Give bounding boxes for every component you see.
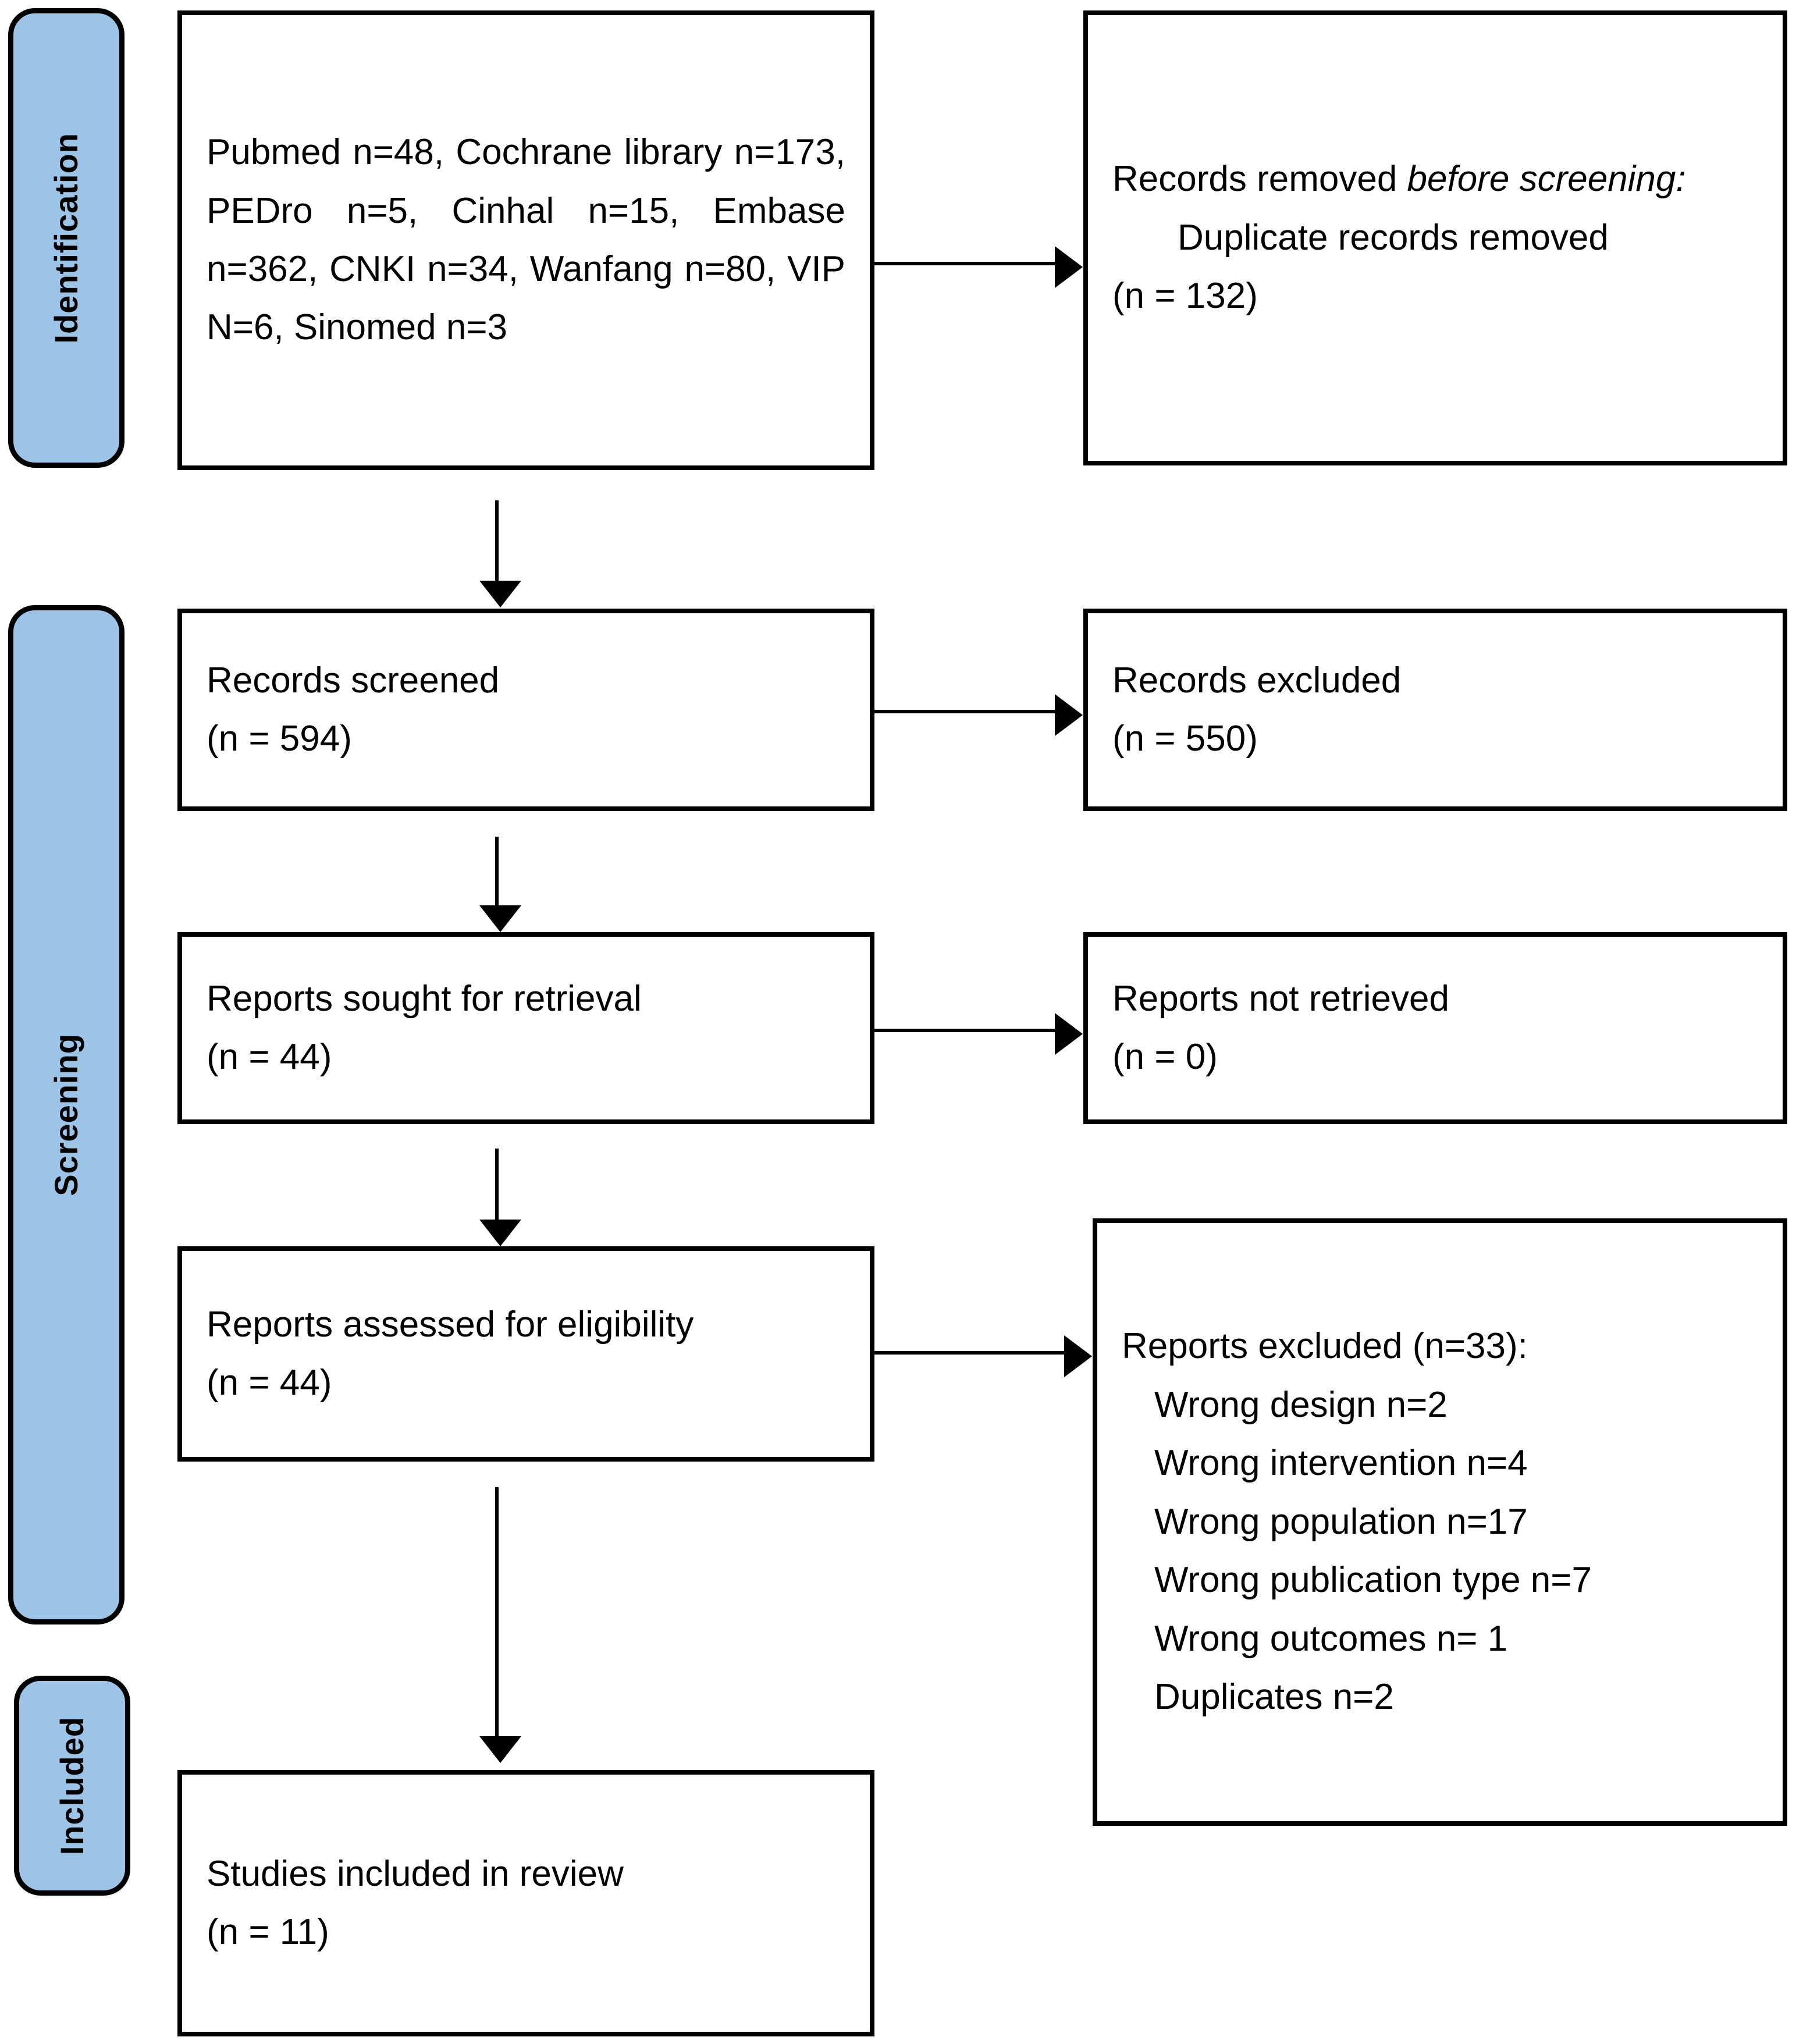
records-excluded-label: Records excluded [1112, 660, 1402, 701]
box-records-screened: Records screened (n = 594) [177, 609, 874, 811]
reports-excluded-reason: Wrong population n=17 [1154, 1501, 1528, 1542]
records-identified-text: Pubmed n=48, Cochrane library n=173, PED… [207, 132, 845, 348]
records-removed-heading: Records removed before screening: [1112, 150, 1758, 208]
reports-sought-label: Reports sought for retrieval [207, 978, 642, 1019]
records-removed-heading-colon: : [1676, 159, 1686, 200]
arrow-assessed-to-excluded [874, 1335, 1092, 1377]
records-excluded-count: (n = 550) [1112, 719, 1258, 759]
box-records-removed: Records removed before screening: Duplic… [1083, 10, 1787, 465]
arrow-assessed-to-included [479, 1487, 521, 1763]
records-removed-heading-italic: before screening [1407, 159, 1676, 200]
stage-identification-label: Identification [48, 132, 84, 344]
records-removed-heading-plain: Records removed [1112, 159, 1407, 200]
box-studies-included: Studies included in review (n = 11) [177, 1770, 874, 2036]
reports-excluded-reason: Wrong publication type n=7 [1154, 1560, 1592, 1601]
records-screened-label: Records screened [207, 660, 500, 701]
stage-included-label: Included [54, 1716, 90, 1855]
reports-excluded-reason: Wrong intervention n=4 [1154, 1443, 1528, 1484]
reports-excluded-heading: Reports excluded (n=33): [1122, 1326, 1528, 1367]
reports-not-retrieved-count: (n = 0) [1112, 1037, 1218, 1077]
reports-excluded-reason: Duplicates n=2 [1154, 1677, 1394, 1718]
reports-excluded-reason: Wrong design n=2 [1154, 1384, 1448, 1425]
arrow-screened-to-excluded [874, 694, 1083, 736]
records-removed-detail: Duplicate records removed [1178, 217, 1609, 258]
arrow-identified-to-screened [479, 500, 521, 607]
arrow-sought-to-assessed [479, 1149, 521, 1246]
records-screened-count: (n = 594) [207, 719, 352, 759]
arrow-identified-to-removed [874, 246, 1083, 288]
arrow-sought-to-not-retrieved [874, 1013, 1083, 1055]
box-reports-not-retrieved: Reports not retrieved (n = 0) [1083, 932, 1787, 1124]
reports-not-retrieved-label: Reports not retrieved [1112, 978, 1449, 1019]
box-records-excluded: Records excluded (n = 550) [1083, 609, 1787, 811]
reports-excluded-reason: Wrong outcomes n= 1 [1154, 1618, 1508, 1659]
box-reports-assessed: Reports assessed for eligibility (n = 44… [177, 1246, 874, 1462]
stage-included: Included [14, 1676, 130, 1896]
stage-screening: Screening [8, 605, 125, 1624]
studies-included-count: (n = 11) [207, 1912, 329, 1952]
stage-identification: Identification [8, 8, 125, 468]
records-removed-count: (n = 132) [1112, 276, 1258, 317]
stage-screening-label: Screening [48, 1033, 84, 1196]
box-records-identified: Pubmed n=48, Cochrane library n=173, PED… [177, 10, 874, 470]
reports-sought-count: (n = 44) [207, 1037, 332, 1077]
reports-assessed-label: Reports assessed for eligibility [207, 1304, 694, 1345]
studies-included-label: Studies included in review [207, 1853, 624, 1894]
box-reports-sought: Reports sought for retrieval (n = 44) [177, 932, 874, 1124]
reports-assessed-count: (n = 44) [207, 1363, 332, 1403]
arrow-screened-to-sought [479, 837, 521, 932]
box-reports-excluded: Reports excluded (n=33): Wrong design n=… [1093, 1218, 1787, 1826]
